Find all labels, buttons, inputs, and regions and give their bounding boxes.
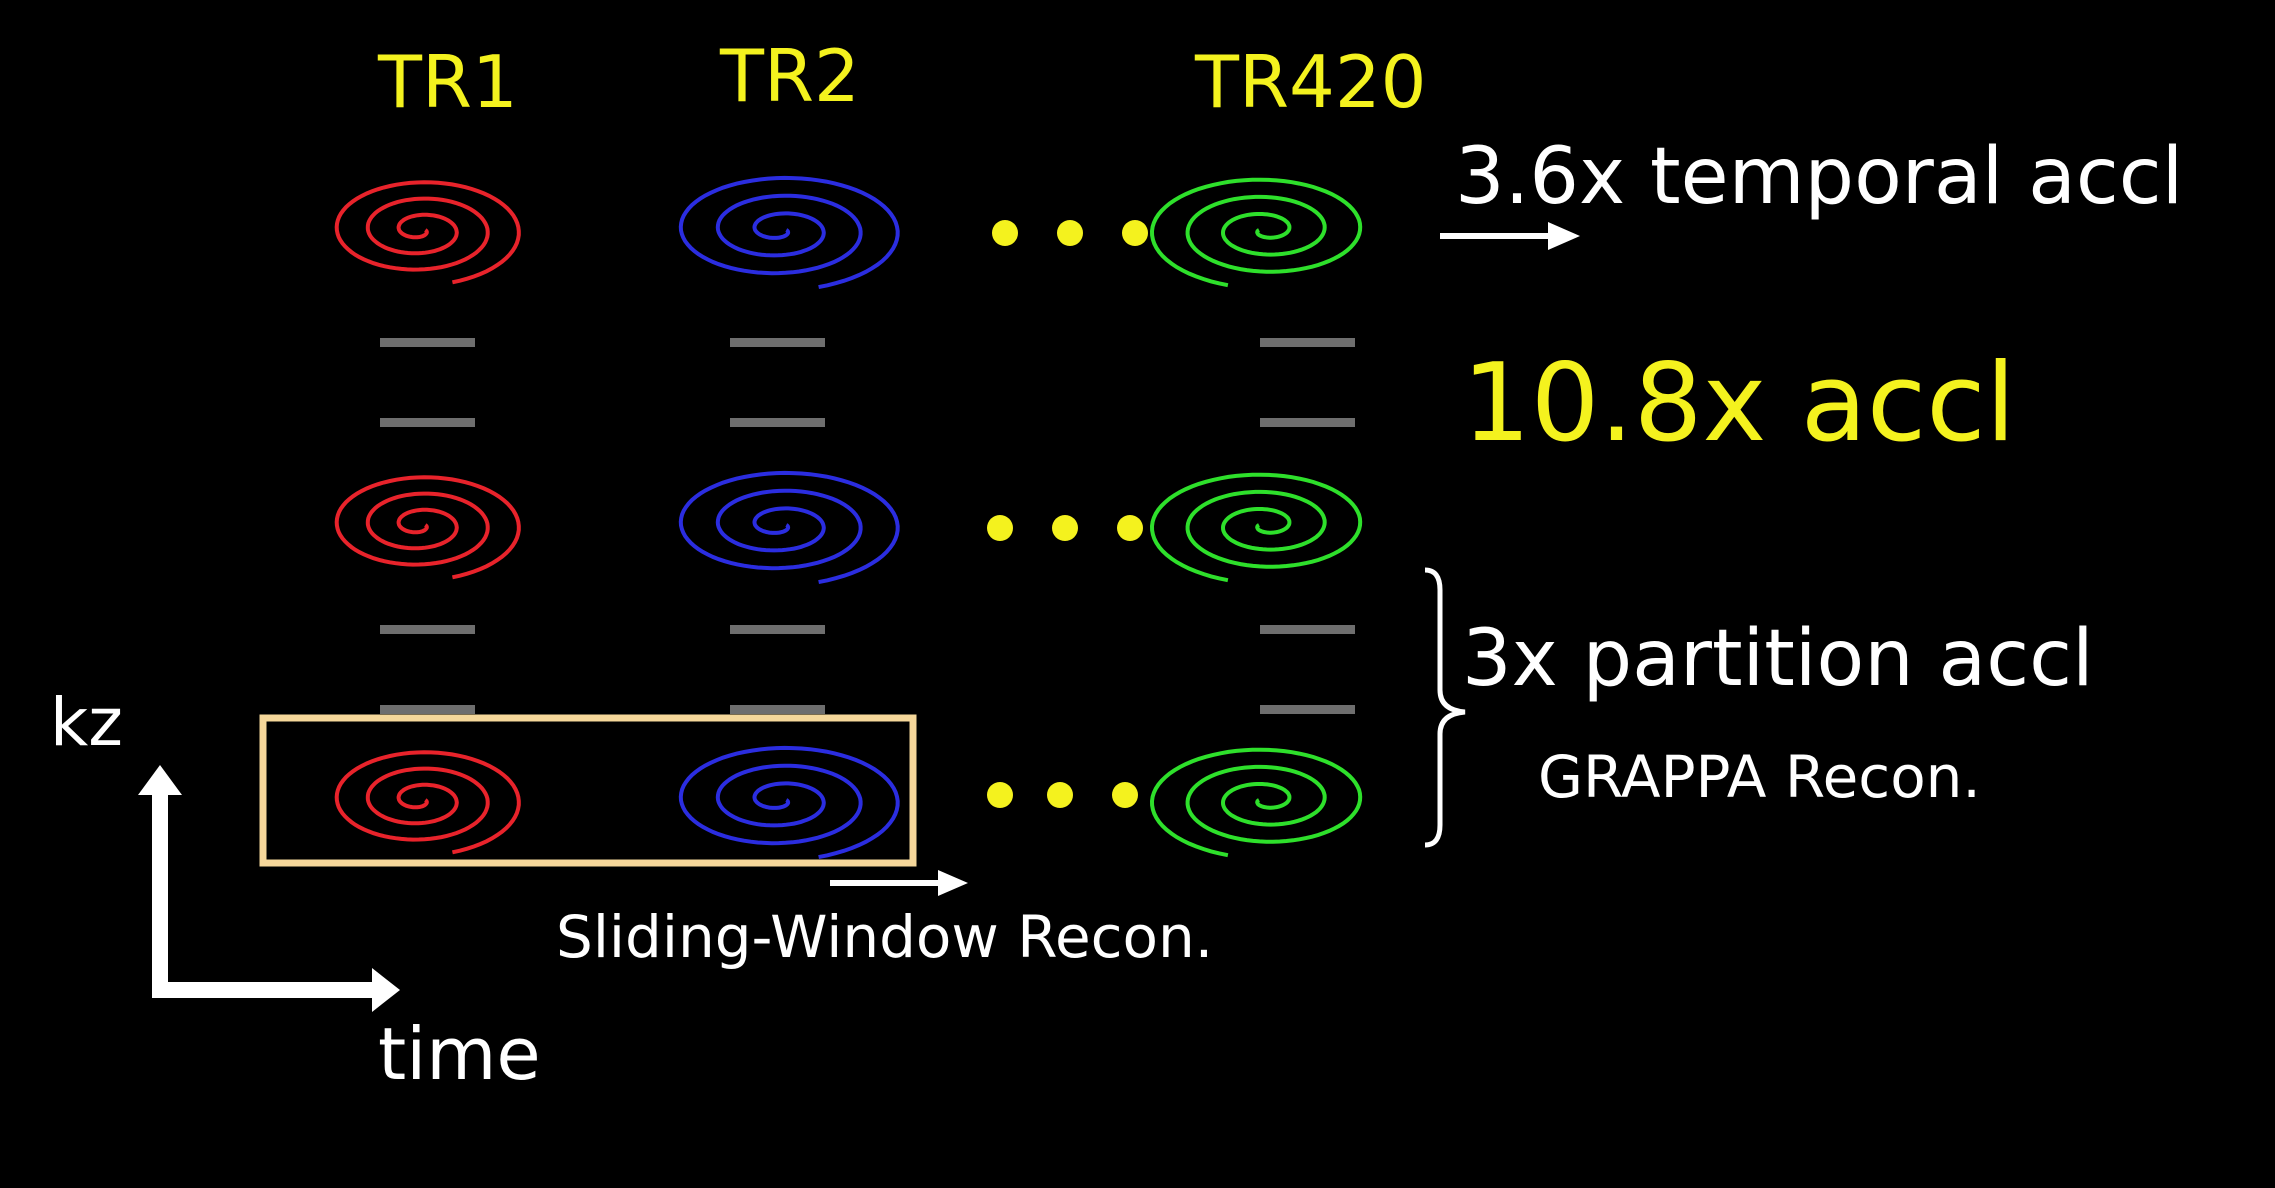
kz-partition-dash: [1260, 418, 1355, 427]
kz-partition-dash: [380, 338, 475, 347]
kz-partition-dash: [380, 625, 475, 634]
temporal-accel-label: 3.6x temporal accl: [1455, 132, 2184, 222]
kz-partition-dash: [1260, 705, 1355, 714]
ellipsis-dot: [1117, 515, 1143, 541]
kz-partition-dash: [1260, 338, 1355, 347]
partition-accel-label: 3x partition accl: [1462, 614, 2094, 704]
kz-partition-dash: [380, 418, 475, 427]
ellipsis-dot: [1057, 220, 1083, 246]
kz-partition-dash: [730, 625, 825, 634]
sliding-window-box: [259, 714, 917, 867]
kz-axis-label: kz: [50, 684, 123, 761]
partition-brace: [1424, 567, 1466, 848]
sliding-window-label: Sliding-Window Recon.: [556, 903, 1214, 971]
column-label-tr1: TR1: [378, 40, 518, 124]
spiral-trajectory-tr2-row3: [678, 745, 900, 860]
dash-group: [380, 338, 1355, 714]
ellipsis-dot: [987, 515, 1013, 541]
ellipsis-dot: [987, 782, 1013, 808]
column-label-tr420: TR420: [1195, 40, 1427, 124]
time-axis-label: time: [378, 1012, 541, 1096]
kz-partition-dash: [730, 338, 825, 347]
ellipsis-dot: [1122, 220, 1148, 246]
total-accel-label: 10.8x accl: [1462, 341, 2016, 466]
spiral-trajectory-tr420-row2: [1149, 472, 1363, 583]
kz-partition-dash: [380, 705, 475, 714]
spiral-trajectory-tr2-row2: [678, 470, 900, 585]
ellipsis-dot: [992, 220, 1018, 246]
ellipsis-dot: [1047, 782, 1073, 808]
spiral-trajectory-tr1-row1: [334, 180, 521, 285]
ellipsis-dot-group: [987, 220, 1148, 808]
spiral-trajectory-tr2-row1: [678, 175, 900, 290]
spiral-trajectory-tr1-row3: [334, 750, 521, 855]
kz-time-axes: [138, 765, 400, 1012]
kz-partition-dash: [730, 705, 825, 714]
spiral-trajectory-tr420-row1: [1149, 177, 1363, 288]
grappa-recon-label: GRAPPA Recon.: [1538, 743, 1981, 811]
ellipsis-dot: [1112, 782, 1138, 808]
sliding-window-arrow: [830, 870, 968, 896]
kz-partition-dash: [1260, 625, 1355, 634]
spiral-trajectory-tr420-row3: [1149, 747, 1363, 858]
spiral-group: [334, 175, 1363, 860]
kz-partition-dash: [730, 418, 825, 427]
column-label-tr2: TR2: [720, 34, 860, 118]
ellipsis-dot: [1052, 515, 1078, 541]
temporal-arrow: [1440, 222, 1580, 250]
spiral-trajectory-tr1-row2: [334, 475, 521, 580]
